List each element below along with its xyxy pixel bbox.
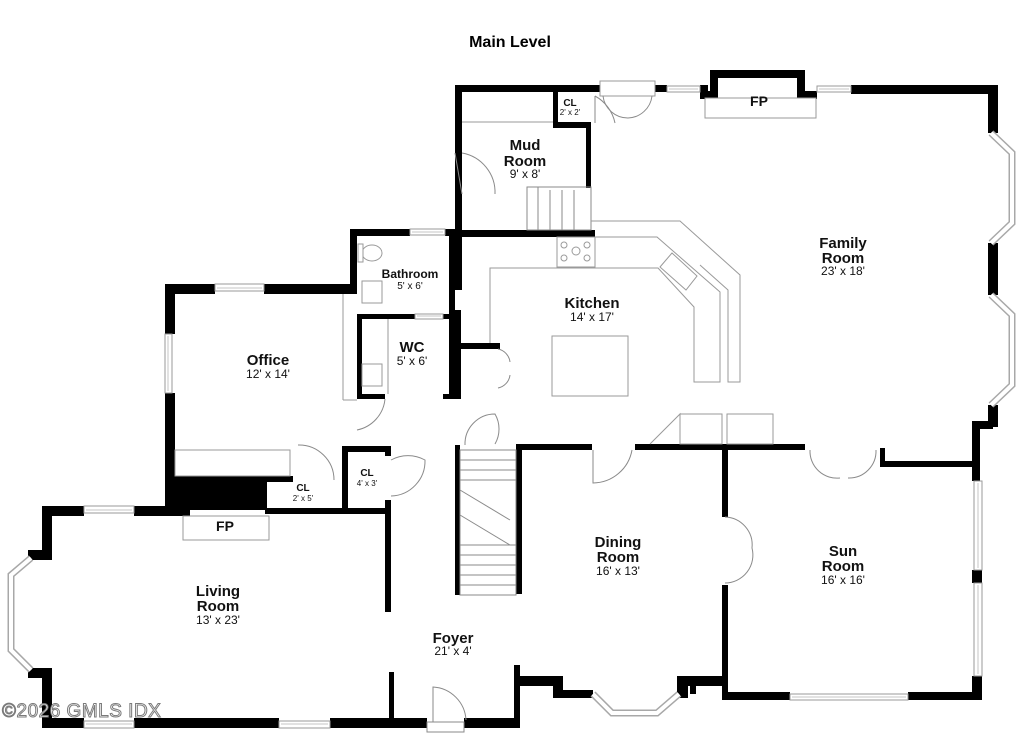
svg-text:Office: Office	[247, 352, 290, 369]
svg-text:16' x 13': 16' x 13'	[596, 564, 640, 578]
svg-text:Room: Room	[822, 250, 865, 267]
svg-text:Foyer: Foyer	[433, 630, 474, 647]
svg-text:14' x 17': 14' x 17'	[570, 310, 614, 324]
room-cl-office: CL 2' x 5'	[293, 483, 314, 503]
svg-text:21' x 4': 21' x 4'	[434, 644, 471, 658]
svg-text:9' x 8': 9' x 8'	[510, 167, 541, 181]
room-sun-room: Sun Room 16' x 16'	[821, 543, 865, 587]
fireplace-family-label: FP	[750, 93, 768, 109]
svg-text:2' x 5': 2' x 5'	[293, 494, 314, 503]
svg-text:Dining: Dining	[595, 534, 642, 551]
svg-text:Room: Room	[822, 558, 865, 575]
room-cl-hall: CL 4' x 3'	[357, 468, 378, 488]
svg-text:16' x 16': 16' x 16'	[821, 573, 865, 587]
svg-text:5' x 6': 5' x 6'	[397, 281, 423, 292]
svg-text:Bathroom: Bathroom	[382, 267, 439, 281]
svg-text:12' x 14': 12' x 14'	[246, 367, 290, 381]
room-family-room: Family Room 23' x 18'	[819, 235, 867, 278]
svg-text:CL: CL	[360, 468, 373, 479]
fixtures	[174, 97, 817, 596]
room-wc: WC 5' x 6'	[397, 339, 428, 368]
watermark: ©2026 GMLS IDX	[2, 701, 161, 722]
walls	[28, 70, 998, 728]
room-foyer: Foyer 21' x 4'	[433, 630, 474, 658]
svg-text:Mud: Mud	[510, 137, 541, 154]
svg-text:Room: Room	[197, 598, 240, 615]
svg-text:5' x 6': 5' x 6'	[397, 354, 428, 368]
svg-text:CL: CL	[296, 483, 309, 494]
svg-text:4' x 3': 4' x 3'	[357, 479, 378, 488]
room-office: Office 12' x 14'	[246, 352, 290, 381]
svg-text:WC: WC	[400, 339, 425, 356]
svg-text:2' x 2': 2' x 2'	[560, 108, 581, 117]
svg-text:23' x 18': 23' x 18'	[821, 264, 865, 278]
windows	[7, 80, 1016, 729]
svg-text:13' x 23': 13' x 23'	[196, 613, 240, 627]
room-bathroom: Bathroom 5' x 6'	[382, 267, 439, 292]
room-kitchen: Kitchen 14' x 17'	[564, 295, 619, 324]
svg-text:Living: Living	[196, 583, 240, 600]
svg-text:Family: Family	[819, 235, 867, 252]
svg-text:Room: Room	[597, 549, 640, 566]
room-mud-room: Mud Room 9' x 8'	[504, 137, 547, 181]
svg-text:Kitchen: Kitchen	[564, 295, 619, 312]
doors	[297, 95, 877, 733]
room-cl-mud: CL 2' x 2'	[560, 98, 581, 117]
room-living-room: Living Room 13' x 23'	[196, 583, 240, 627]
svg-text:Sun: Sun	[829, 543, 857, 560]
svg-text:CL: CL	[563, 98, 576, 109]
room-dining-room: Dining Room 16' x 13'	[595, 534, 642, 578]
room-labels: Mud Room 9' x 8' CL 2' x 2' Family Room …	[196, 93, 867, 658]
fireplace-living-label: FP	[216, 518, 234, 534]
svg-text:Room: Room	[504, 153, 547, 170]
plan-title: Main Level	[469, 34, 551, 51]
